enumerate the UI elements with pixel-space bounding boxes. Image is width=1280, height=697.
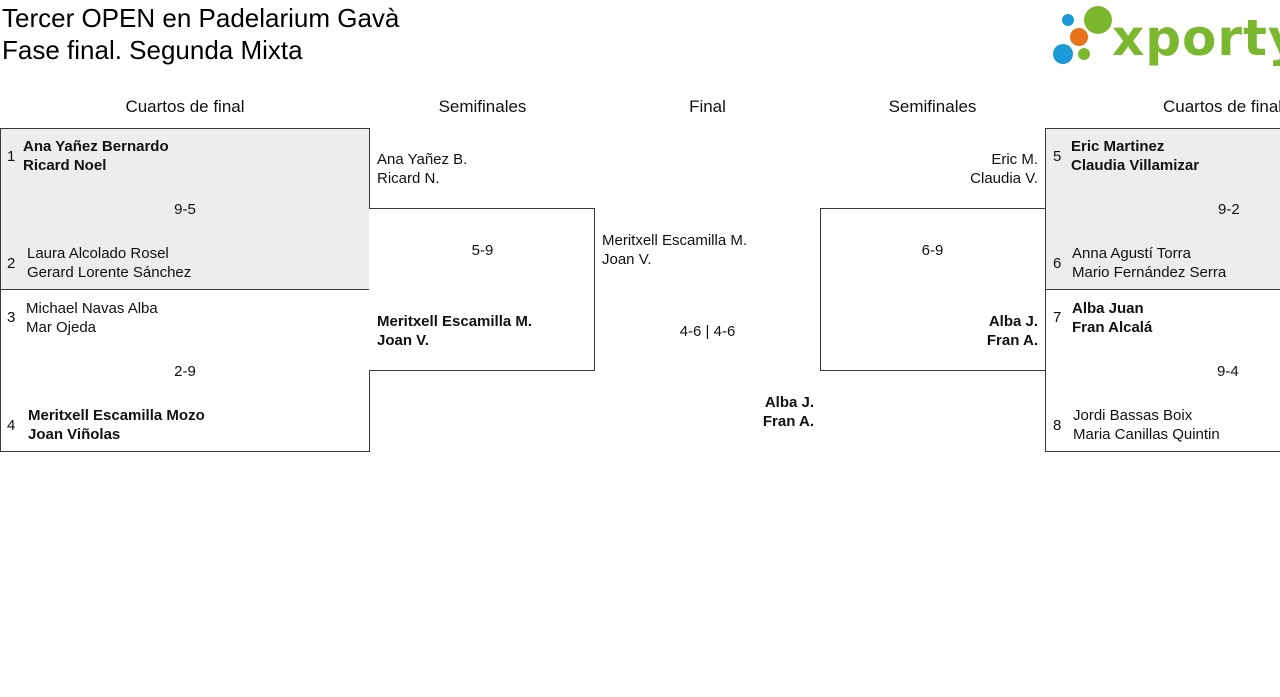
header-final: Final xyxy=(689,97,726,116)
player-name: Fran A. xyxy=(762,413,814,430)
logo-dot-blue-small xyxy=(1062,14,1074,26)
player-name: Ana Yañez B. xyxy=(377,151,468,168)
match-score: 2-9 xyxy=(174,363,196,380)
xporty-logo: xporty xyxy=(1050,4,1280,68)
player-name: Maria Canillas Quintin xyxy=(1073,426,1220,443)
seed-number: 1 xyxy=(7,148,16,165)
header-left-semifinals: Semifinales xyxy=(438,97,527,116)
player-name: Fran A. xyxy=(986,332,1038,349)
match-card-qf2 xyxy=(0,289,370,452)
match-card-qf4 xyxy=(1045,289,1280,452)
player-name: Mar Ojeda xyxy=(26,319,97,336)
logo-dot-blue-large xyxy=(1053,44,1073,64)
logo-dot-orange xyxy=(1070,28,1088,46)
header-left-quarterfinals: Cuartos de final xyxy=(125,97,245,116)
match-card-sf-right xyxy=(820,208,1046,371)
player-name: Eric Martinez xyxy=(1071,138,1165,155)
player-name: Claudia V. xyxy=(970,170,1038,187)
seed-number: 6 xyxy=(1053,255,1062,272)
seed-number: 5 xyxy=(1053,148,1062,165)
player-name: Meritxell Escamilla M. xyxy=(602,232,748,249)
player-name: Alba J. xyxy=(764,394,814,411)
player-name: Ricard N. xyxy=(377,170,440,187)
player-name: Alba J. xyxy=(988,313,1038,330)
match-score: 4-6 | 4-6 xyxy=(679,323,736,340)
seed-number: 2 xyxy=(7,255,16,272)
match-score: 9-4 xyxy=(1217,363,1239,380)
player-name: Joan Viñolas xyxy=(28,426,121,443)
player-name: Ana Yañez Bernardo xyxy=(23,138,169,155)
match-score: 9-5 xyxy=(174,201,196,218)
player-name: Meritxell Escamilla Mozo xyxy=(28,407,205,424)
player-name: Mario Fernández Serra xyxy=(1072,264,1227,281)
match-score: 9-2 xyxy=(1218,201,1240,218)
player-name: Fran Alcalá xyxy=(1072,319,1153,336)
seed-number: 8 xyxy=(1053,417,1062,434)
player-name: Alba Juan xyxy=(1072,300,1144,317)
seed-number: 7 xyxy=(1053,309,1062,326)
player-name: Eric M. xyxy=(991,151,1038,168)
player-name: Anna Agustí Torra xyxy=(1072,245,1191,262)
header-right-semifinals: Semifinales xyxy=(888,97,977,116)
logo-wordmark: xporty xyxy=(1112,9,1280,67)
match-card-qf1 xyxy=(0,128,370,290)
page-title-line-2: Fase final. Segunda Mixta xyxy=(2,35,303,65)
player-name: Michael Navas Alba xyxy=(26,300,158,317)
player-name: Jordi Bassas Boix xyxy=(1073,407,1193,424)
player-name: Ricard Noel xyxy=(23,157,107,174)
page-title-line-1: Tercer OPEN en Padelarium Gavà xyxy=(2,3,400,33)
player-name: Laura Alcolado Rosel xyxy=(27,245,169,262)
player-name: Claudia Villamizar xyxy=(1071,157,1200,174)
seed-number: 3 xyxy=(7,309,16,326)
logo-dot-green-small xyxy=(1078,48,1090,60)
seed-number: 4 xyxy=(7,417,16,434)
match-score: 6-9 xyxy=(921,242,944,259)
header-right-quarterfinals: Cuartos de final xyxy=(1163,97,1280,116)
player-name: Meritxell Escamilla M. xyxy=(377,313,533,330)
player-name: Joan V. xyxy=(602,251,652,268)
match-score: 5-9 xyxy=(471,242,494,259)
player-name: Gerard Lorente Sánchez xyxy=(27,264,192,281)
match-card-sf-left xyxy=(369,208,595,371)
logo-dot-green-large xyxy=(1084,6,1112,34)
player-name: Joan V. xyxy=(377,332,429,349)
